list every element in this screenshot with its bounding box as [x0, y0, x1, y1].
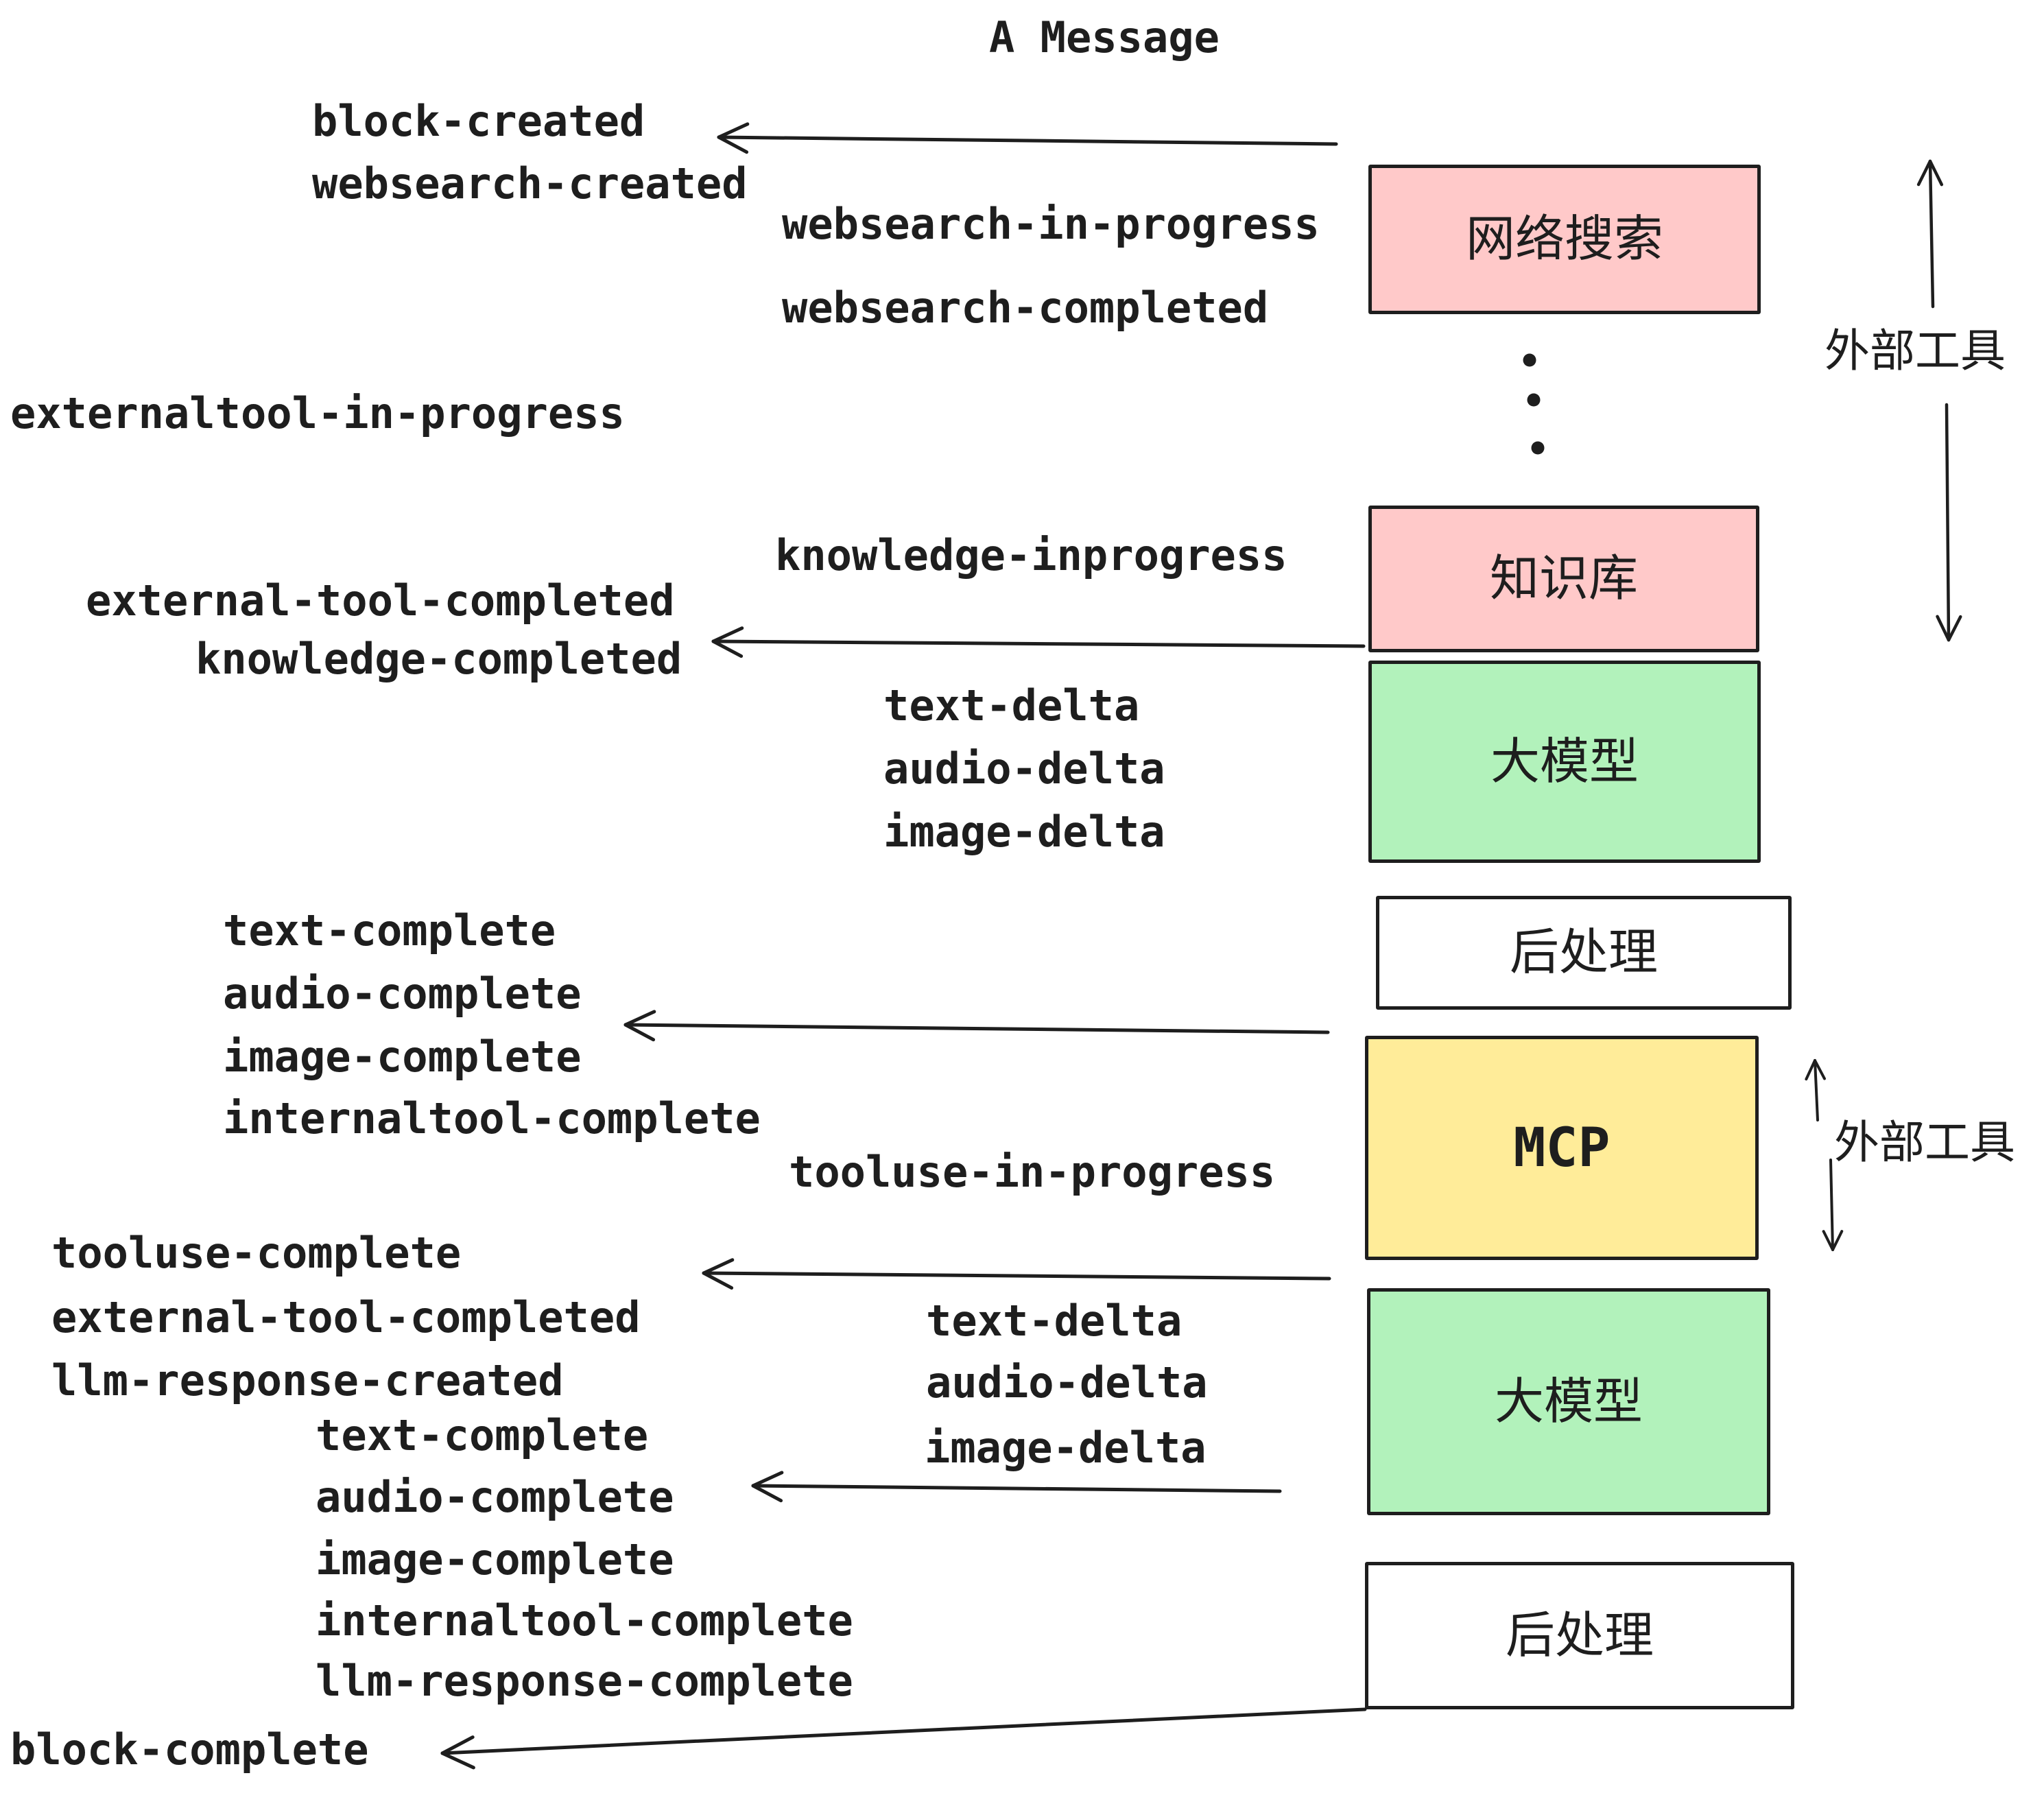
- arrow-block-complete-head-1: [440, 1735, 475, 1755]
- arrow-block-complete-head-0: [440, 1751, 475, 1770]
- knowledge-box-label: 知识库: [1489, 551, 1638, 606]
- event-knowledge-completed: knowledge-completed: [195, 634, 682, 684]
- arrow-external-up-2-head-0: [1805, 1059, 1816, 1081]
- event-text-delta-1: text-delta: [883, 680, 1140, 731]
- arrow-block-complete: [440, 1707, 1367, 1755]
- arrow-external-down-2-head-1: [1822, 1230, 1834, 1251]
- arrow-external-down-2: [1829, 1159, 1834, 1251]
- event-block-complete: block-complete: [10, 1724, 369, 1775]
- event-websearch-created: websearch-created: [312, 158, 748, 209]
- arrow-external-up-1-head-1: [1928, 159, 1944, 187]
- event-text-complete-2: text-complete: [316, 1410, 649, 1460]
- ellipsis-dots-2: [1531, 441, 1545, 455]
- arrow-external-up-1-head-0: [1916, 159, 1932, 187]
- event-internaltool-complete-1: internaltool-complete: [223, 1093, 761, 1143]
- knowledge-box: 知识库: [1368, 506, 1759, 652]
- llm-box-2-label: 大模型: [1494, 1374, 1643, 1429]
- websearch-box: 网络搜索: [1368, 165, 1761, 314]
- arrow-external-down-1: [1945, 403, 1951, 642]
- event-image-delta-2: image-delta: [925, 1423, 1207, 1473]
- event-text-delta-2: text-delta: [926, 1296, 1183, 1346]
- arrow-image-complete: [623, 1023, 1330, 1034]
- event-externaltool-in-progress: externaltool-in-progress: [10, 388, 625, 438]
- postprocess-box-1-label: 后处理: [1509, 925, 1658, 980]
- event-llm-response-complete: llm-response-complete: [316, 1656, 853, 1706]
- event-llm-response-created: llm-response-created: [51, 1355, 564, 1405]
- arrow-external-up-2-head-1: [1814, 1059, 1827, 1080]
- arrow-knowledge-completed-head-0: [711, 639, 744, 658]
- postprocess-box-2: 后处理: [1365, 1562, 1794, 1709]
- mcp-box-label: MCP: [1513, 1117, 1611, 1179]
- event-internaltool-complete-2: internaltool-complete: [316, 1595, 853, 1646]
- arrow-external-up-2: [1814, 1059, 1819, 1121]
- arrow-block-created-head-1: [717, 122, 750, 139]
- event-audio-complete-2: audio-complete: [316, 1472, 674, 1522]
- arrow-audio-complete: [751, 1484, 1282, 1493]
- event-external-tool-completed-2: external-tool-completed: [51, 1292, 641, 1342]
- event-image-complete-1: image-complete: [223, 1032, 582, 1082]
- postprocess-box-1: 后处理: [1376, 896, 1792, 1010]
- arrow-tooluse-complete-head-1: [702, 1258, 735, 1275]
- event-text-complete-1: text-complete: [223, 905, 556, 956]
- arrow-knowledge-completed: [711, 639, 1366, 648]
- arrow-external-down-1-head-0: [1947, 615, 1962, 642]
- llm-box-1: 大模型: [1368, 661, 1761, 863]
- event-knowledge-inprogress: knowledge-inprogress: [775, 530, 1287, 580]
- event-image-complete-2: image-complete: [316, 1534, 674, 1585]
- mcp-box: MCP: [1365, 1036, 1759, 1260]
- arrow-image-complete-head-0: [623, 1023, 656, 1042]
- external-tools-label-2: 外部工具: [1834, 1117, 2015, 1167]
- arrow-external-up-1: [1928, 159, 1935, 309]
- websearch-box-label: 网络搜索: [1465, 212, 1663, 267]
- event-audio-complete-1: audio-complete: [223, 969, 582, 1019]
- event-image-delta-1: image-delta: [883, 807, 1165, 857]
- arrow-external-down-2-head-0: [1831, 1230, 1844, 1251]
- event-audio-delta-1: audio-delta: [883, 744, 1165, 794]
- arrow-tooluse-complete-head-0: [702, 1271, 734, 1290]
- diagram-title: A Message: [989, 12, 1220, 62]
- postprocess-box-2-label: 后处理: [1505, 1608, 1654, 1663]
- external-tools-label-1: 外部工具: [1825, 325, 2006, 376]
- event-tooluse-complete: tooluse-complete: [51, 1228, 462, 1278]
- event-websearch-completed: websearch-completed: [782, 283, 1269, 333]
- event-external-tool-completed-1: external-tool-completed: [86, 575, 675, 626]
- llm-box-2: 大模型: [1367, 1288, 1770, 1515]
- arrow-external-down-1-head-1: [1936, 615, 1951, 642]
- event-websearch-in-progress: websearch-in-progress: [782, 199, 1320, 249]
- arrow-image-complete-head-1: [623, 1010, 656, 1027]
- arrow-tooluse-complete: [702, 1271, 1331, 1281]
- arrow-audio-complete-head-1: [751, 1471, 784, 1488]
- ellipsis-dots-0: [1523, 353, 1536, 367]
- event-tooluse-in-progress: tooluse-in-progress: [789, 1147, 1276, 1197]
- ellipsis-dots-1: [1527, 393, 1541, 407]
- event-audio-delta-2: audio-delta: [926, 1357, 1208, 1408]
- llm-box-1-label: 大模型: [1490, 734, 1639, 790]
- arrow-block-created: [717, 135, 1338, 146]
- arrow-knowledge-completed-head-1: [711, 626, 744, 643]
- arrow-block-created-head-0: [717, 135, 749, 154]
- arrow-audio-complete-head-0: [751, 1484, 783, 1503]
- event-block-created: block-created: [312, 96, 645, 146]
